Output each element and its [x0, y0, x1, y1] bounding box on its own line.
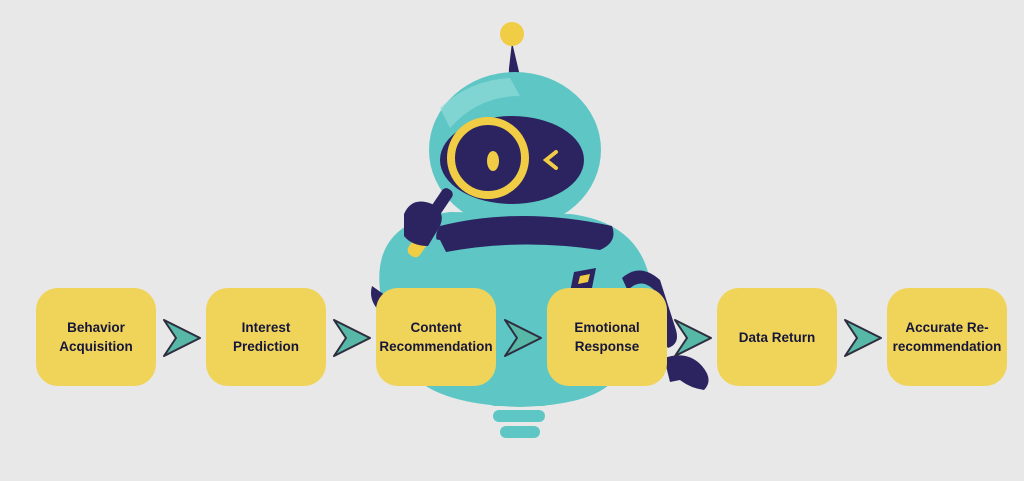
step-emotional-response: Emotional Response — [547, 288, 667, 386]
step-data-return: Data Return — [717, 288, 837, 386]
step-label-line2: Recommendation — [379, 339, 493, 354]
chevron-arrow-icon — [674, 319, 712, 357]
step-label-line1: Interest — [241, 320, 291, 335]
step-label-line1: Accurate Re- — [905, 320, 989, 335]
step-label-line1: Emotional — [574, 320, 640, 335]
step-interest-prediction: Interest Prediction — [206, 288, 326, 386]
step-label-line2: recommendation — [892, 339, 1002, 354]
step-content-recommendation: Content Recommendation — [376, 288, 496, 386]
step-accurate-rerecommendation: Accurate Re- recommendation — [887, 288, 1007, 386]
step-label-line1: Behavior — [67, 320, 125, 335]
step-label-line2: Response — [574, 339, 640, 354]
chevron-arrow-icon — [504, 319, 542, 357]
step-label-line2: Acquisition — [59, 339, 133, 354]
step-label-line1: Content — [410, 320, 462, 335]
step-label-line1: Data Return — [738, 329, 816, 345]
step-behavior-acquisition: Behavior Acquisition — [36, 288, 156, 386]
chevron-arrow-icon — [333, 319, 371, 357]
chevron-arrow-icon — [163, 319, 201, 357]
chevron-arrow-icon — [844, 319, 882, 357]
step-label-line2: Prediction — [232, 339, 299, 354]
